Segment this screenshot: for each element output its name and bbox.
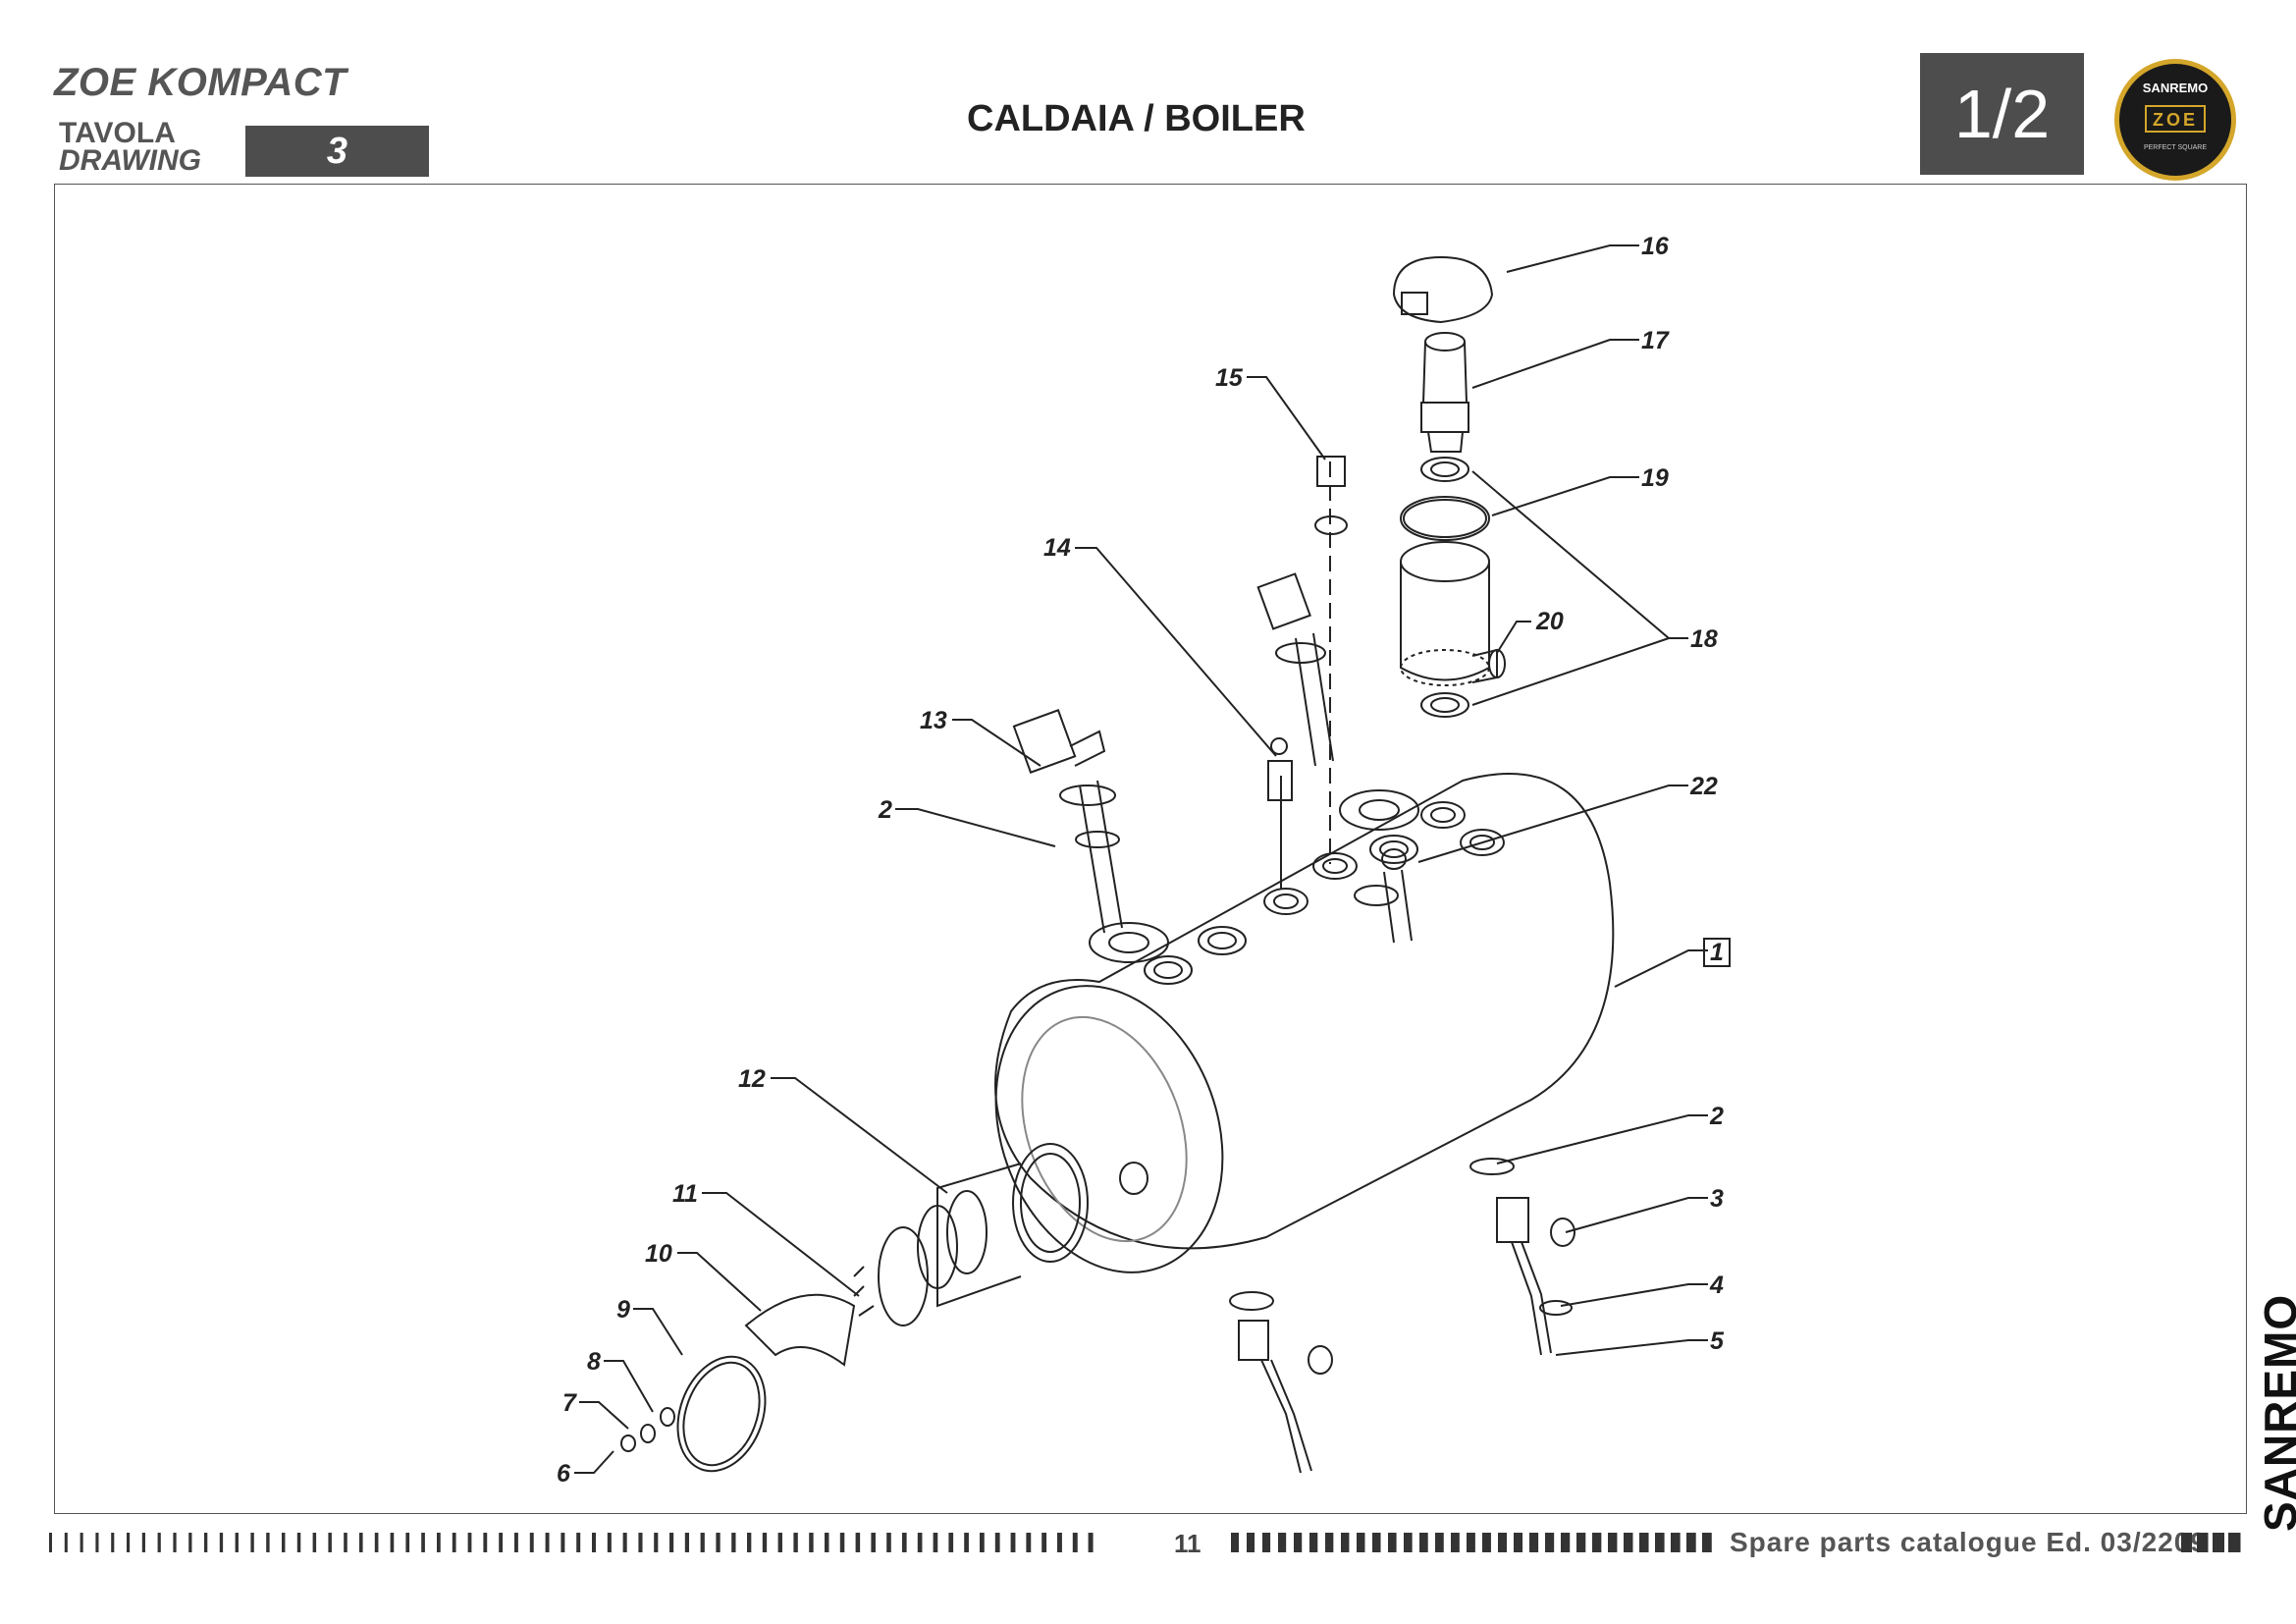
callout-20: 20 bbox=[1535, 608, 1564, 635]
svg-text:PERFECT SQUARE: PERFECT SQUARE bbox=[2144, 144, 2207, 151]
callout-1: 1 bbox=[1710, 939, 1724, 966]
callout-1-box bbox=[1703, 938, 1731, 967]
callout-11: 11 bbox=[672, 1180, 698, 1208]
callout-2-bottom: 2 bbox=[1709, 1103, 1724, 1130]
callout-22: 22 bbox=[1689, 773, 1718, 800]
callout-14: 14 bbox=[1043, 534, 1071, 562]
svg-text:SANREMO: SANREMO bbox=[2143, 81, 2208, 95]
callout-10: 10 bbox=[645, 1240, 672, 1268]
callout-18: 18 bbox=[1690, 625, 1718, 653]
model-name: ZOE KOMPACT bbox=[54, 61, 347, 104]
drawing-label: DRAWING bbox=[59, 144, 201, 177]
boiler-end-cap bbox=[994, 985, 1224, 1273]
footer-catalogue-edition: Spare parts catalogue Ed. 03/2209 bbox=[1730, 1527, 2207, 1557]
callout-6: 6 bbox=[557, 1460, 571, 1488]
callout-16: 16 bbox=[1641, 233, 1670, 260]
footer-page-number: 11 bbox=[1174, 1529, 1201, 1558]
drawing-frame bbox=[54, 184, 2247, 1514]
callout-7: 7 bbox=[562, 1389, 577, 1417]
callout-3: 3 bbox=[1710, 1185, 1724, 1213]
footer-ticks-left bbox=[49, 1533, 1094, 1552]
callout-4: 4 bbox=[1709, 1272, 1724, 1299]
footer-bar: 11 Spare parts catalogue Ed. 03/2209 bbox=[49, 1525, 2248, 1560]
callout-2-top: 2 bbox=[878, 796, 892, 824]
page-fraction-box: 1/2 bbox=[1920, 53, 2084, 175]
callout-17: 17 bbox=[1641, 327, 1670, 354]
callout-8: 8 bbox=[587, 1348, 601, 1376]
side-brand: SANREMO bbox=[2255, 1293, 2296, 1532]
callout-13: 13 bbox=[920, 707, 947, 734]
tavola-label: TAVOLA bbox=[59, 117, 176, 149]
svg-text:ZOE: ZOE bbox=[2153, 110, 2198, 130]
drawing-number-box: 3 bbox=[245, 126, 429, 177]
sanremo-zoe-logo: SANREMO ZOE PERFECT SQUARE bbox=[2114, 59, 2236, 181]
boiler-body bbox=[994, 773, 1615, 1250]
callout-12: 12 bbox=[738, 1065, 766, 1093]
callout-15: 15 bbox=[1215, 364, 1244, 392]
callout-9: 9 bbox=[616, 1296, 630, 1324]
callout-19: 19 bbox=[1641, 464, 1669, 492]
footer-ticks-right bbox=[2181, 1533, 2241, 1552]
callout-5: 5 bbox=[1710, 1327, 1725, 1355]
footer-ticks-middle bbox=[1231, 1533, 1712, 1552]
page-title: CALDAIA / BOILER bbox=[967, 98, 1306, 139]
